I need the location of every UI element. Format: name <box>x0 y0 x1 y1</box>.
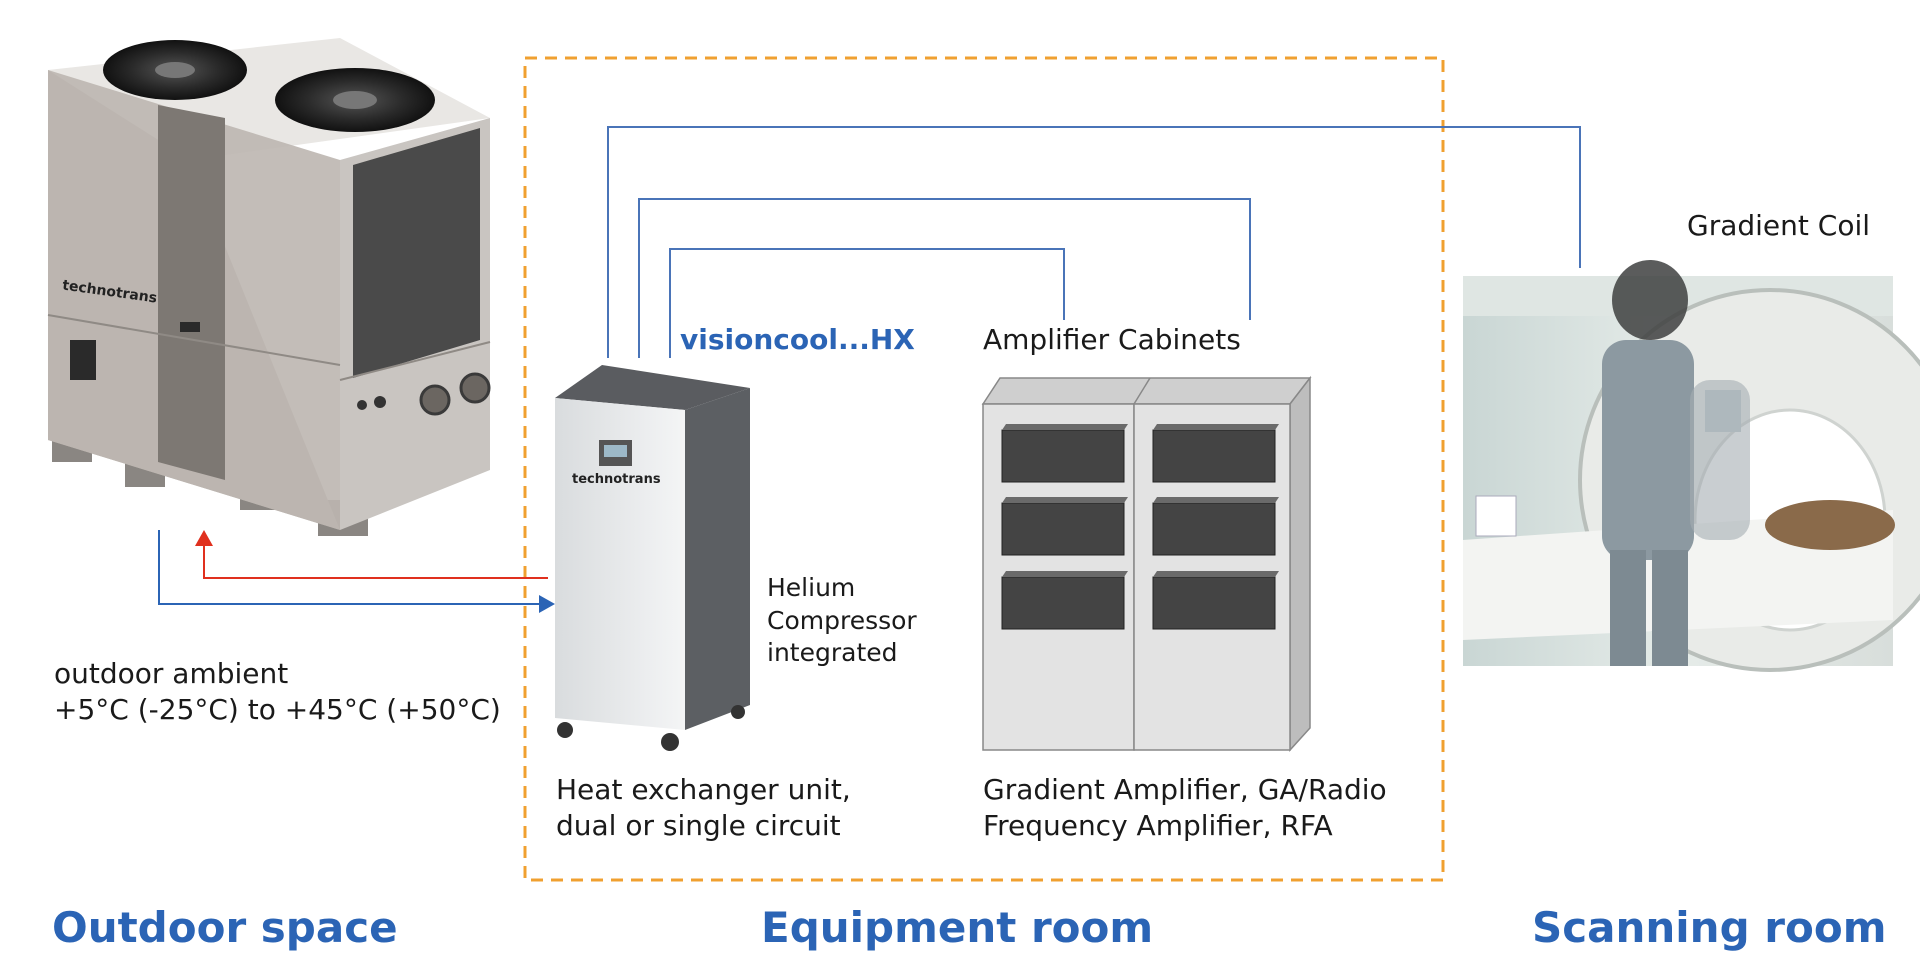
coolant-pipes <box>607 126 1581 358</box>
outdoor-loop-pipes <box>158 530 555 613</box>
helium-line-3: integrated <box>767 638 898 667</box>
hx-line-1: Heat exchanger unit, <box>556 773 851 806</box>
outdoor-chiller-image <box>47 38 491 536</box>
amplifier-description-label: Gradient Amplifier, GA/Radio Frequency A… <box>983 772 1387 845</box>
ambient-line-1: outdoor ambient <box>54 657 289 690</box>
amp-line-2: Frequency Amplifier, RFA <box>983 809 1333 843</box>
equipment-room-boundary <box>523 56 1445 882</box>
unit-name-label: visioncool...HX <box>680 323 915 356</box>
heat-exchanger-label: Heat exchanger unit, dual or single circ… <box>556 772 851 845</box>
hx-line-2: dual or single circuit <box>556 809 841 843</box>
helium-compressor-label: Helium Compressor integrated <box>767 572 917 670</box>
ambient-range-label: outdoor ambient +5°C (-25°C) to +45°C (+… <box>54 656 501 729</box>
helium-line-1: Helium <box>767 573 856 602</box>
amplifier-cabinets-title: Amplifier Cabinets <box>983 323 1241 356</box>
heat-exchanger-unit-image <box>555 365 750 751</box>
amp-line-1: Gradient Amplifier, GA/Radio <box>983 773 1387 806</box>
section-title-scanning: Scanning room <box>1532 903 1887 952</box>
section-title-equipment: Equipment room <box>761 903 1154 952</box>
blue-arrow-icon <box>539 595 555 613</box>
hx-brand-label: technotrans <box>572 472 661 487</box>
ambient-line-2: +5°C (-25°C) to +45°C (+50°C) <box>54 693 501 727</box>
helium-line-2: Compressor <box>767 605 917 635</box>
section-title-outdoor: Outdoor space <box>52 903 398 952</box>
red-arrow-icon <box>195 530 213 546</box>
gradient-coil-label: Gradient Coil <box>1687 209 1871 242</box>
scanning-room-photo <box>1463 260 1920 672</box>
amplifier-cabinets-image <box>981 375 1312 752</box>
